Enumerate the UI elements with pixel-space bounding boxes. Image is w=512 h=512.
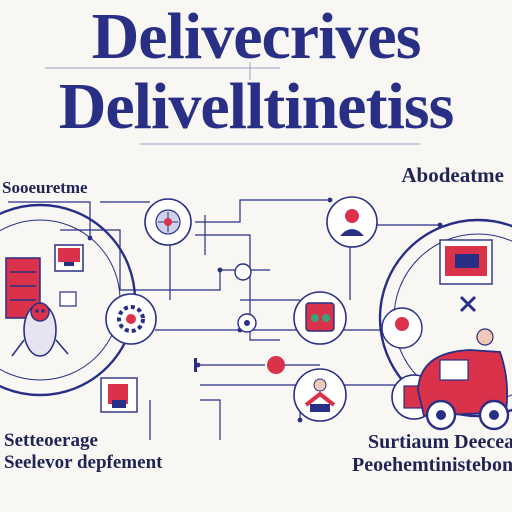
device-node bbox=[293, 291, 347, 345]
title-line-2: Delivelltinetiss bbox=[58, 70, 455, 143]
person-node bbox=[326, 196, 378, 248]
label-bottom-left-1: Setteoerage bbox=[4, 430, 98, 451]
label-bottom-left-2: Seelevor depfement bbox=[4, 452, 163, 473]
globe-node bbox=[144, 198, 192, 246]
title-decoration bbox=[45, 62, 420, 145]
server-icon bbox=[5, 257, 41, 319]
label-bottom-right-1: Surtiaum Deeceane bbox=[368, 431, 512, 453]
package-icon bbox=[100, 377, 138, 413]
display-icon bbox=[439, 239, 493, 285]
person-icon bbox=[293, 368, 347, 422]
label-top-left: Sooeuretme bbox=[2, 178, 88, 197]
chip-node bbox=[234, 263, 257, 333]
tools-node bbox=[381, 307, 423, 349]
delivery-van-icon bbox=[417, 328, 510, 431]
connector-lines bbox=[8, 199, 440, 440]
robot-icon bbox=[11, 291, 77, 357]
label-top-right: Abodeatme bbox=[401, 163, 504, 187]
monitor-icon bbox=[54, 244, 84, 272]
center-marker bbox=[194, 356, 285, 374]
gear-node bbox=[105, 293, 157, 345]
x-mark-icon bbox=[459, 295, 477, 313]
label-bottom-right-2: Peoehemtinistebon bbox=[352, 454, 512, 476]
title-line-1: Delivecrives bbox=[91, 0, 422, 73]
